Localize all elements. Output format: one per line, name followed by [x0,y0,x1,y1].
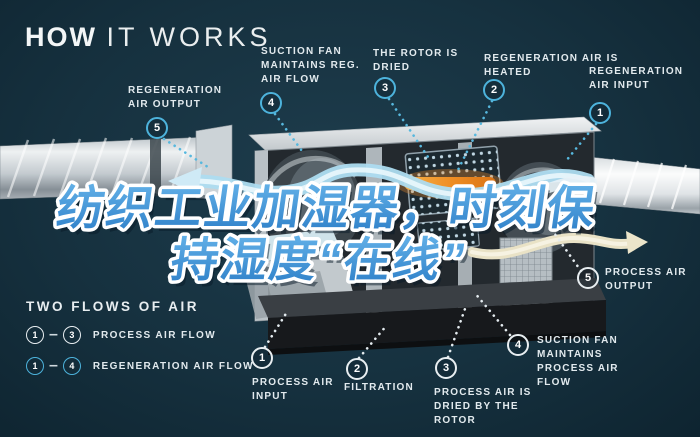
dehumidifier-unit [246,116,606,355]
legend-circle: 1 [26,326,44,344]
legend-row-regeneration: 1 – 4 REGENERATION AIR FLOW [26,356,254,376]
badge-process-4: 4 [507,334,529,356]
callout-label-regen-heated: REGENERATION AIR IS HEATED [484,53,619,78]
callout-label-regen-output: REGENERATION AIR OUTPUT [128,85,223,110]
callout-label-suction-process: SUCTION FAN MAINTAINS PROCESS AIR FLOW [537,335,619,388]
headline-shadow-line2: 持湿度“在线” [172,240,475,293]
badge-regen-4: 4 [260,92,282,114]
callout-label-suction-reg: SUCTION FAN MAINTAINS REG. AIR FLOW [261,46,360,85]
headline-line1: 纺织工业加湿器，时刻保 [54,182,600,235]
legend-dash: – [49,326,58,343]
badge-process-1: 1 [251,347,273,369]
legend-row-process: 1 – 3 PROCESS AIR FLOW [26,325,254,345]
callout-label-process-output: PROCESS AIR OUTPUT [605,267,687,292]
legend-circle: 1 [26,357,44,375]
legend-title: TWO FLOWS OF AIR [26,299,199,314]
callout-label-rotor-dried: THE ROTOR IS DRIED [373,48,459,73]
headline-line2: 持湿度“在线” [168,234,471,287]
page-title-light: IT WORKS [106,22,272,52]
process-output-flow-arrow [467,231,648,260]
badge-regen-1: 1 [589,102,611,124]
badge-regen-2: 2 [483,79,505,101]
regeneration-input-flow-arrow [496,175,597,204]
legend: TWO FLOWS OF AIR 1 – 3 PROCESS AIR FLOW … [26,299,254,376]
headline-shadow-line1: 纺织工业加湿器，时刻保 [58,188,604,241]
legend-circle: 4 [62,357,81,375]
regeneration-leader-lines [162,97,598,176]
legend-dash: – [49,357,58,374]
callout-label-filtration: FILTRATION [344,382,414,393]
page-title-bold: HOW [25,22,97,52]
badge-process-2: 2 [346,358,368,380]
badge-process-3: 3 [435,357,457,379]
badge-regen-5: 5 [146,117,168,139]
callout-label-process-input: PROCESS AIR INPUT [252,377,334,402]
badge-regen-3: 3 [374,77,396,99]
badge-process-5: 5 [577,267,599,289]
process-leader-lines [263,228,583,360]
regeneration-input-duct [589,156,700,215]
page-title: HOW IT WORKS [25,22,272,53]
legend-circle: 3 [62,326,81,344]
callout-label-process-dried: PROCESS AIR IS DRIED BY THE ROTOR [434,387,532,426]
legend-label-regeneration: REGENERATION AIR FLOW [92,360,254,372]
callout-label-regen-input: REGENERATION AIR INPUT [589,66,684,91]
legend-label-process: PROCESS AIR FLOW [92,329,217,341]
regeneration-flow-arrow [168,163,595,202]
